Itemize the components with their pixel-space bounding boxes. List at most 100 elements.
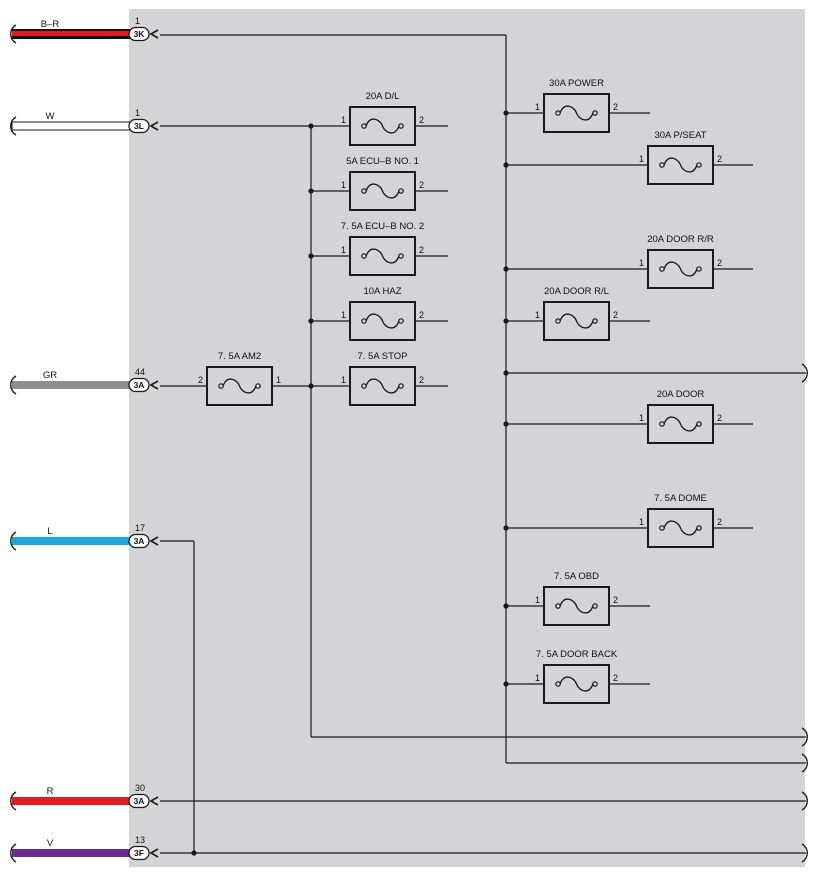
junction-dots: [191, 110, 509, 856]
fuse-element-icon: [365, 118, 400, 134]
fuse-pin-right: 2: [419, 310, 424, 320]
fuse-label: 7. 5A ECU–B NO. 2: [341, 221, 424, 232]
connector-pin-number: 17: [135, 523, 145, 533]
fuse-pin-right: 2: [717, 517, 722, 527]
fuse-label: 10A HAZ: [363, 286, 401, 297]
wire-break-symbol: [801, 843, 808, 863]
fuse-pin-right: 2: [419, 180, 424, 190]
fuse-box: [543, 664, 610, 704]
wire-color-label: W: [46, 111, 55, 122]
connector-code: 3K: [134, 29, 146, 39]
connector-arrow: [149, 380, 159, 390]
fuse-pin-right: 2: [419, 375, 424, 385]
junction-dot: [308, 383, 314, 389]
fuse-pin-right: 2: [717, 413, 722, 423]
connector-oval: [128, 793, 150, 809]
connector-arrow: [149, 29, 159, 39]
wire-break-symbol: [10, 531, 17, 551]
fuse-pin-left: 1: [341, 115, 346, 125]
wire-body: [11, 121, 131, 131]
wire-body: [12, 31, 130, 36]
fuse-pin-left: 1: [639, 517, 644, 527]
wire-break-symbol: [801, 791, 808, 811]
connector-arrow: [149, 796, 159, 806]
connector-code: 3A: [134, 536, 145, 546]
fuse-pin-right: 2: [613, 595, 618, 605]
fuse-pin-right: 2: [613, 310, 618, 320]
fuse-pin-left: 1: [535, 673, 540, 683]
fuse-pin-left: 1: [341, 310, 346, 320]
junction-dot: [308, 188, 314, 194]
fuse-element-icon: [559, 105, 594, 121]
fuse-label: 20A D/L: [366, 91, 400, 102]
fuse-pin-right: 2: [717, 258, 722, 268]
fuse-element-icon: [663, 261, 698, 277]
junction-dot: [308, 253, 314, 259]
wire-body: [12, 849, 130, 857]
continuation-breaks: [801, 363, 808, 863]
wire-break-symbol: [10, 791, 17, 811]
connector-code: 3A: [134, 380, 145, 390]
connector-arrow: [149, 536, 159, 546]
fuse-label: 20A DOOR R/R: [647, 234, 714, 245]
junction-dot: [503, 421, 509, 427]
wire-color-label: B–R: [41, 19, 60, 30]
fuse-pin-left: 1: [341, 180, 346, 190]
junction-dot: [503, 681, 509, 687]
fuse-element-icon: [559, 598, 594, 614]
fuse-pin-right: 2: [717, 154, 722, 164]
wire-color-label: R: [47, 786, 54, 797]
fuse-pin-right: 1: [276, 375, 281, 385]
fuse-element-icon: [365, 183, 400, 199]
connector-code: 3L: [134, 121, 144, 131]
wire-body: [12, 797, 130, 805]
fuse-box: [349, 301, 416, 341]
fuse-element-icon: [365, 248, 400, 264]
fuse-stop: 7. 5A STOP 1 2: [341, 351, 424, 406]
fuse-box: [349, 106, 416, 146]
fuse-pin-left: 1: [639, 413, 644, 423]
connector-oval: [128, 845, 150, 861]
fuse-element-icon: [663, 520, 698, 536]
connector-code: 3A: [134, 796, 145, 806]
fuse-label: 20A DOOR: [657, 389, 705, 400]
junction-dot: [503, 266, 509, 272]
junction-dot: [503, 162, 509, 168]
fuse-label: 7. 5A OBD: [554, 571, 599, 582]
fuse-p-seat: 30A P/SEAT 1 2: [639, 130, 722, 185]
connector-pin-number: 30: [135, 783, 145, 793]
wire-break-symbol: [10, 375, 17, 395]
junction-dot: [503, 370, 509, 376]
fuse-label: 7. 5A DOME: [654, 493, 707, 504]
fuse-door: 20A DOOR 1 2: [639, 389, 722, 444]
circuit-lines: [160, 34, 806, 854]
fuse-pin-left: 1: [535, 310, 540, 320]
fuse-label: 30A P/SEAT: [654, 130, 706, 141]
junction-dot: [503, 525, 509, 531]
fuse-pin-left: 1: [639, 154, 644, 164]
fuse-pin-left: 1: [639, 258, 644, 268]
wire-color-label: L: [47, 526, 52, 537]
connector-pin-number: 44: [135, 367, 145, 377]
fuse-door-rr: 20A DOOR R/R 1 2: [639, 234, 722, 289]
wire-lead-l: L 17 3A: [10, 523, 159, 551]
fuse-box: [647, 249, 714, 289]
fuse-element-icon: [559, 676, 594, 692]
wire-break-symbol: [10, 24, 17, 44]
fuse-pin-left: 1: [341, 375, 346, 385]
connector-pin-number: 1: [135, 16, 140, 26]
fuse-label: 30A POWER: [549, 78, 604, 89]
fuse-label: 7. 5A STOP: [358, 351, 408, 362]
connector-pin-number: 13: [135, 835, 145, 845]
fuse-box: [349, 236, 416, 276]
wire-lead-b-r: B–R 1 3K: [10, 16, 159, 44]
fuse-pin-right: 2: [613, 673, 618, 683]
fuse-element-icon: [222, 378, 257, 394]
